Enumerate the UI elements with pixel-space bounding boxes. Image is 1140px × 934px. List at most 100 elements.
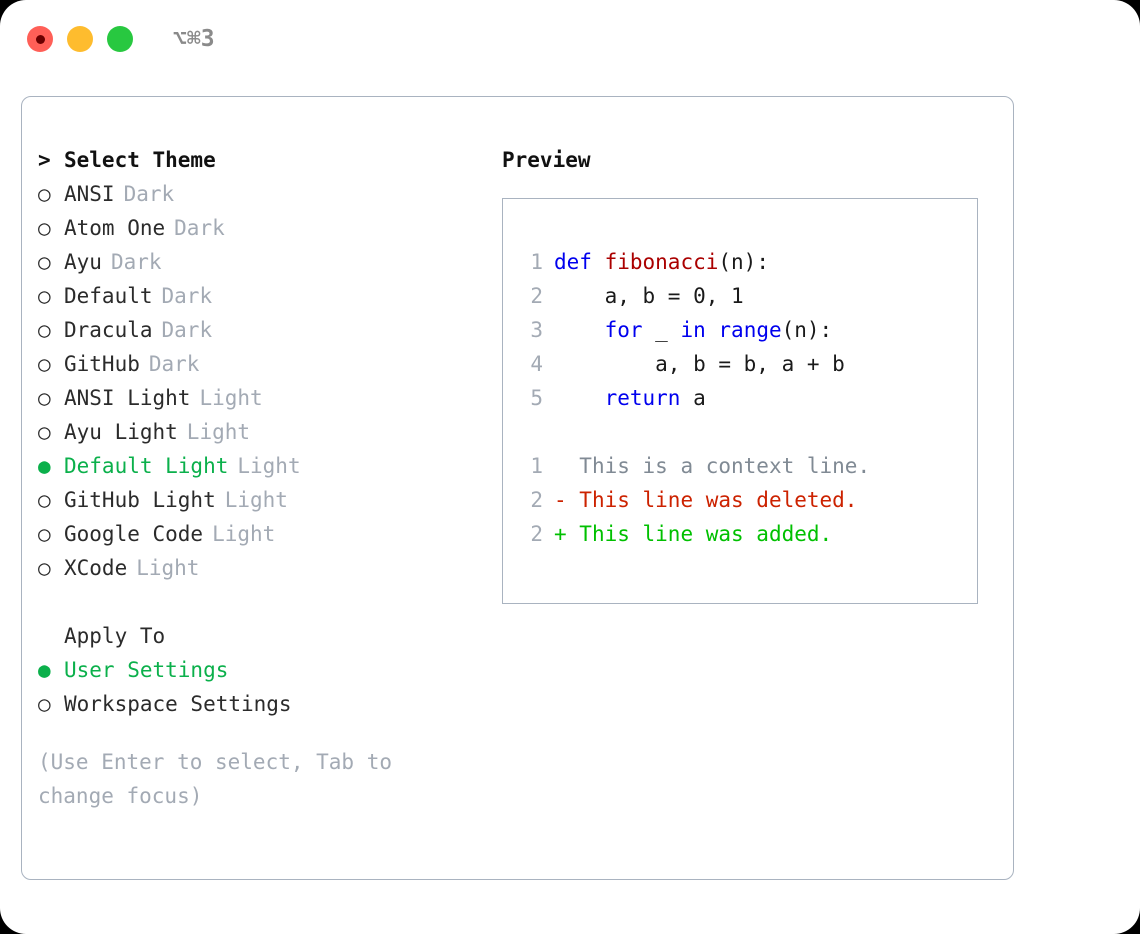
- shortcut-label: ⌥⌘3: [173, 26, 215, 52]
- code-line-text: return a: [554, 381, 706, 415]
- apply-to-heading: Apply To: [38, 619, 498, 653]
- theme-name-label: Default: [64, 284, 153, 308]
- code-token: for: [604, 318, 643, 342]
- theme-name-label: Ayu Light: [64, 420, 178, 444]
- theme-category-label: Light: [199, 386, 263, 410]
- apply-to-option[interactable]: ○Workspace Settings: [38, 687, 498, 721]
- theme-category-label: Dark: [110, 250, 162, 274]
- theme-category-label: Dark: [148, 352, 200, 376]
- code-token: range: [718, 318, 782, 342]
- apply-to-option[interactable]: ● User Settings: [38, 653, 498, 687]
- diff-sign: -: [554, 488, 567, 512]
- line-number: 2: [530, 488, 543, 512]
- radio-selected-icon: ●: [38, 658, 51, 682]
- theme-category-label: Light: [136, 556, 200, 580]
- diff-line: 2- This line was deleted.: [517, 483, 977, 517]
- theme-list-item[interactable]: ○ ANSI Light Light: [38, 381, 498, 415]
- theme-name-label: XCode: [64, 556, 128, 580]
- theme-name-label: Atom One: [64, 216, 166, 240]
- code-token: (n):: [781, 318, 833, 342]
- code-line-text: def fibonacci(n):: [554, 245, 769, 279]
- theme-list-item[interactable]: ○ Google Code Light: [38, 517, 498, 551]
- select-theme-heading: > Select Theme: [38, 143, 498, 177]
- line-number: 3: [530, 318, 543, 342]
- radio-unselected-icon: ○: [38, 250, 51, 274]
- code-token: [706, 318, 719, 342]
- chevron-right-icon: >: [38, 148, 51, 172]
- radio-unselected-icon: ○: [38, 556, 51, 580]
- radio-unselected-icon: ○: [38, 386, 51, 410]
- radio-unselected-icon: ○: [38, 488, 51, 512]
- code-line-text: a, b = b, a + b: [554, 347, 845, 381]
- diff-line: 2+ This line was added.: [517, 517, 977, 551]
- theme-name-label: Dracula: [64, 318, 153, 342]
- theme-name-label: ANSI: [64, 182, 115, 206]
- code-token: in: [680, 318, 706, 342]
- apply-to-list: ● User Settings ○Workspace Settings: [38, 653, 498, 721]
- line-number: 5: [530, 386, 543, 410]
- code-line: 2 a, b = 0, 1: [517, 279, 977, 313]
- title-bar: ⌥⌘3: [0, 0, 1140, 78]
- theme-category-label: Light: [212, 522, 276, 546]
- code-token: return: [604, 386, 681, 410]
- apply-to-option-label: User Settings: [64, 658, 229, 682]
- diff-sample: 1 This is a context line.2- This line wa…: [517, 449, 977, 551]
- theme-list-item[interactable]: ○ GitHub Light Light: [38, 483, 498, 517]
- theme-name-label: Default Light: [64, 454, 229, 478]
- apply-to-label: Apply To: [64, 624, 166, 648]
- code-token: _: [642, 318, 681, 342]
- radio-unselected-icon: ○: [38, 522, 51, 546]
- line-number: 2: [530, 284, 543, 308]
- close-button[interactable]: [27, 26, 53, 52]
- diff-sign: +: [554, 522, 567, 546]
- theme-name-label: ANSI Light: [64, 386, 191, 410]
- radio-unselected-icon: ○: [38, 216, 51, 240]
- radio-unselected-icon: ○: [38, 284, 51, 308]
- theme-category-label: Dark: [161, 318, 213, 342]
- code-token: a, b = 0, 1: [554, 284, 744, 308]
- theme-category-label: Dark: [161, 284, 213, 308]
- diff-line-text: This line was deleted.: [566, 488, 858, 512]
- code-token: [592, 250, 605, 274]
- code-line: 5 return a: [517, 381, 977, 415]
- diff-sign: [554, 449, 567, 483]
- code-token: a: [680, 386, 706, 410]
- theme-list-item[interactable]: ○ XCode Light: [38, 551, 498, 585]
- radio-unselected-icon: ○: [38, 352, 51, 376]
- recording-indicator-icon: [35, 34, 45, 44]
- preview-title: Preview: [502, 148, 591, 172]
- theme-list-item[interactable]: ○ Default Dark: [38, 279, 498, 313]
- list-spacer: [38, 585, 498, 619]
- minimize-button[interactable]: [67, 26, 93, 52]
- diff-line-text: This line was added.: [566, 522, 833, 546]
- theme-category-label: Light: [224, 488, 288, 512]
- zoom-button[interactable]: [107, 26, 133, 52]
- theme-category-label: Dark: [123, 182, 175, 206]
- heading-label: Select Theme: [64, 148, 216, 172]
- code-line: 4 a, b = b, a + b: [517, 347, 977, 381]
- theme-name-label: Google Code: [64, 522, 204, 546]
- line-number: 1: [530, 250, 543, 274]
- radio-selected-icon: ●: [38, 454, 51, 478]
- diff-line-text: This is a context line.: [566, 454, 871, 478]
- code-line-text: for _ in range(n):: [554, 313, 833, 347]
- radio-unselected-icon: ○: [38, 692, 51, 716]
- theme-category-label: Light: [186, 420, 251, 444]
- code-token: fibonacci: [604, 250, 719, 274]
- theme-name-label: GitHub Light: [64, 488, 216, 512]
- code-token: (n):: [718, 250, 769, 274]
